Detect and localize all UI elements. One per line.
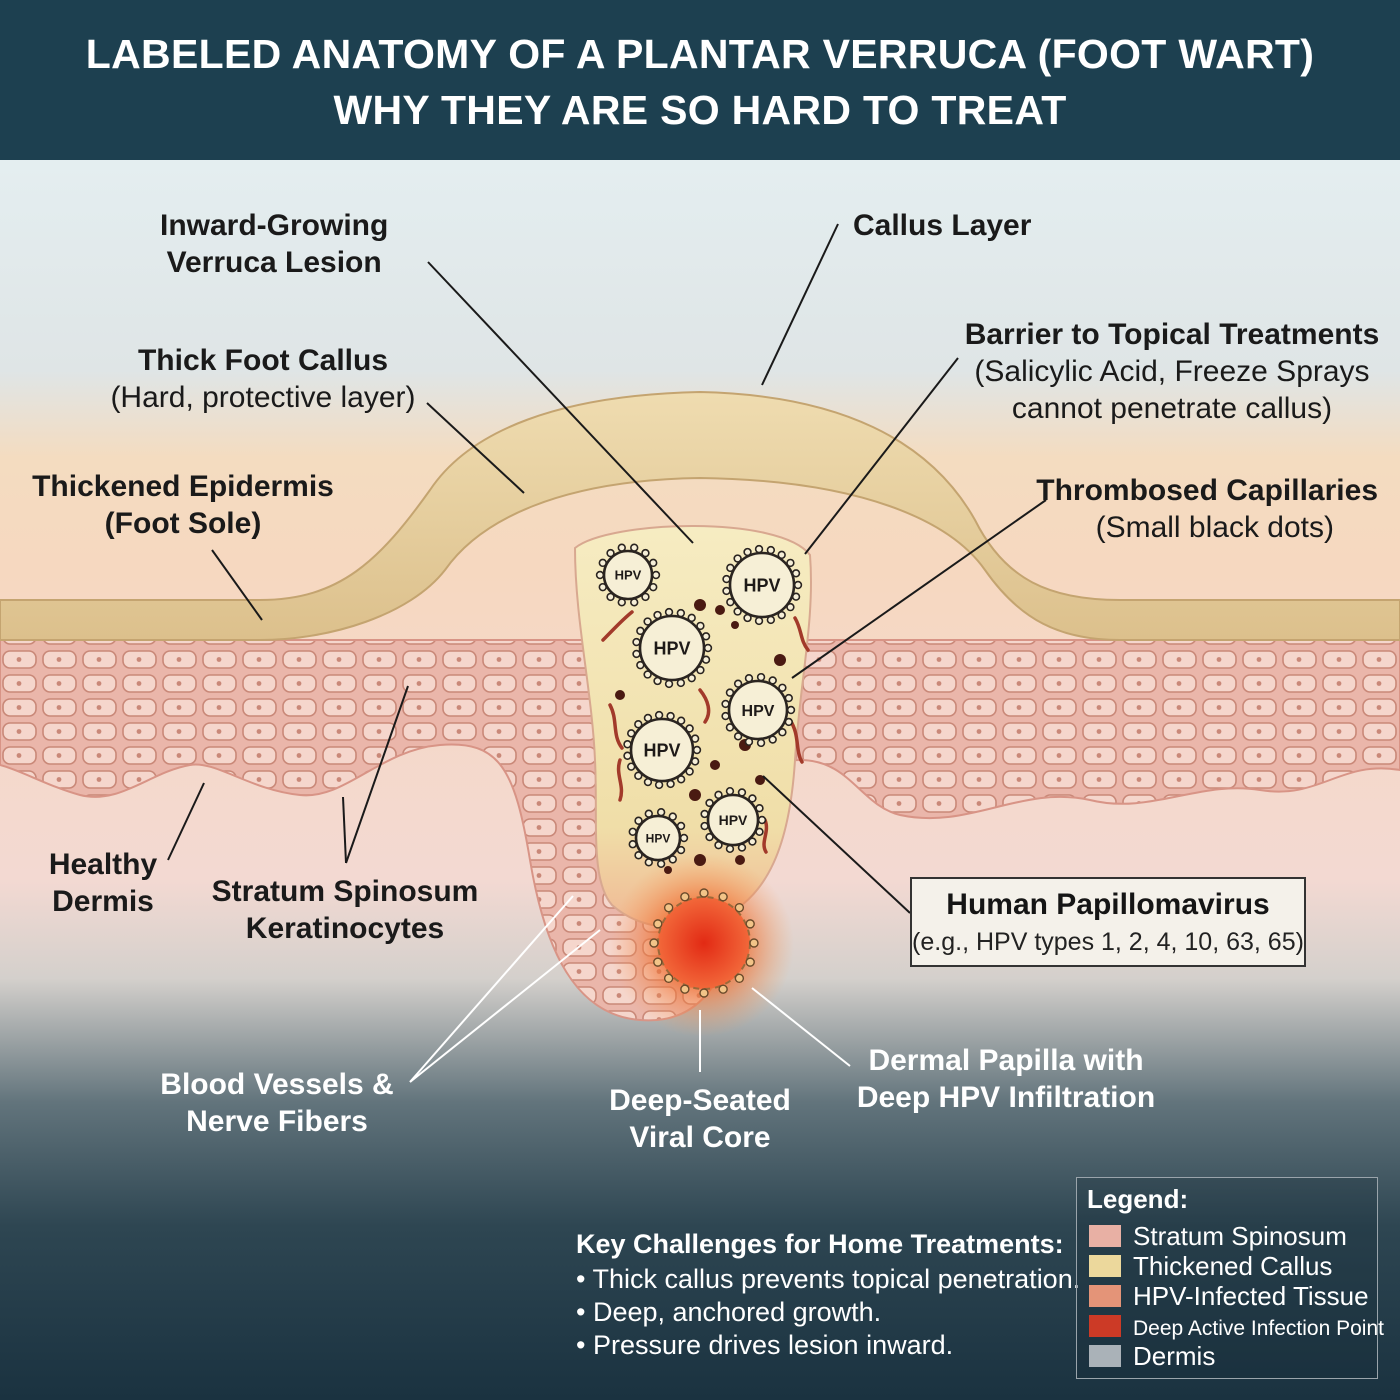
leader-lines bbox=[167, 223, 1047, 914]
key-challenges: Key Challenges for Home Treatments: • Th… bbox=[576, 1228, 1080, 1362]
legend-swatch bbox=[1089, 1315, 1121, 1337]
hpv-particles: HPV HPV HPV HPV HPV HPV HPV bbox=[595, 543, 803, 998]
hpv-virus-icon: HPV bbox=[628, 807, 689, 869]
hpv-virus-icon: HPV bbox=[721, 672, 796, 748]
label-blood-vessels: Blood Vessels & Nerve Fibers bbox=[160, 1068, 394, 1138]
hpv-callout-box: Human Papillomavirus (e.g., HPV types 1,… bbox=[910, 877, 1306, 967]
legend-heading: Legend: bbox=[1087, 1184, 1189, 1214]
challenges-heading: Key Challenges for Home Treatments: bbox=[576, 1229, 1064, 1259]
legend-swatch bbox=[1089, 1225, 1121, 1247]
label-callus-layer: Callus Layer bbox=[853, 209, 1032, 242]
title-line-2: WHY THEY ARE SO HARD TO TREAT bbox=[333, 87, 1067, 133]
hpv-virus-label: HPV bbox=[653, 638, 690, 658]
hpv-virus-label: HPV bbox=[743, 575, 780, 595]
hpv-virus-label: HPV bbox=[615, 568, 642, 583]
label-viral-core: Deep-Seated Viral Core bbox=[609, 1084, 791, 1154]
hpv-virus-icon: HPV bbox=[722, 544, 803, 626]
hpv-virus-label: HPV bbox=[643, 740, 680, 760]
hpv-virus-icon: HPV bbox=[595, 543, 661, 607]
leader-lines-light bbox=[409, 895, 851, 1083]
legend-swatch bbox=[1089, 1345, 1121, 1367]
hpv-virus-icon: HPV bbox=[632, 607, 713, 689]
label-barrier: Barrier to Topical Treatments (Salicylic… bbox=[964, 318, 1380, 425]
title-line-1: LABELED ANATOMY OF A PLANTAR VERRUCA (FO… bbox=[85, 31, 1315, 77]
label-thrombosed: Thrombosed Capillaries (Small black dots… bbox=[1036, 474, 1378, 544]
legend-swatch bbox=[1089, 1285, 1121, 1307]
viral-core-ring bbox=[649, 888, 759, 998]
challenge-item: • Pressure drives lesion inward. bbox=[576, 1330, 954, 1360]
label-thick-callus: Thick Foot Callus (Hard, protective laye… bbox=[110, 344, 416, 414]
label-healthy-dermis: Healthy Dermis bbox=[48, 848, 158, 918]
legend: Legend: Stratum Spinosum Thickened Callu… bbox=[1076, 1177, 1384, 1379]
label-stratum-spinosum: Stratum Spinosum Keratinocytes bbox=[211, 875, 479, 945]
label-thickened-epidermis: Thickened Epidermis (Foot Sole) bbox=[32, 470, 334, 540]
hpv-virus-label: HPV bbox=[719, 812, 748, 828]
title-banner: LABELED ANATOMY OF A PLANTAR VERRUCA (FO… bbox=[0, 0, 1400, 160]
capillary-squiggles bbox=[601, 610, 810, 854]
hpv-virus-label: HPV bbox=[742, 703, 775, 720]
label-dermal-papilla: Dermal Papilla with Deep HPV Infiltratio… bbox=[856, 1044, 1156, 1114]
hpv-virus-label: HPV bbox=[646, 831, 671, 845]
challenge-item: • Deep, anchored growth. bbox=[576, 1297, 882, 1327]
challenge-item: • Thick callus prevents topical penetrat… bbox=[576, 1264, 1081, 1294]
callus-layer bbox=[0, 390, 1400, 641]
label-inward-growing: Inward-Growing Verruca Lesion bbox=[160, 209, 389, 279]
hpv-virus-icon: HPV bbox=[623, 710, 702, 790]
hpv-virus-icon: HPV bbox=[700, 786, 767, 854]
legend-swatch bbox=[1089, 1255, 1121, 1277]
